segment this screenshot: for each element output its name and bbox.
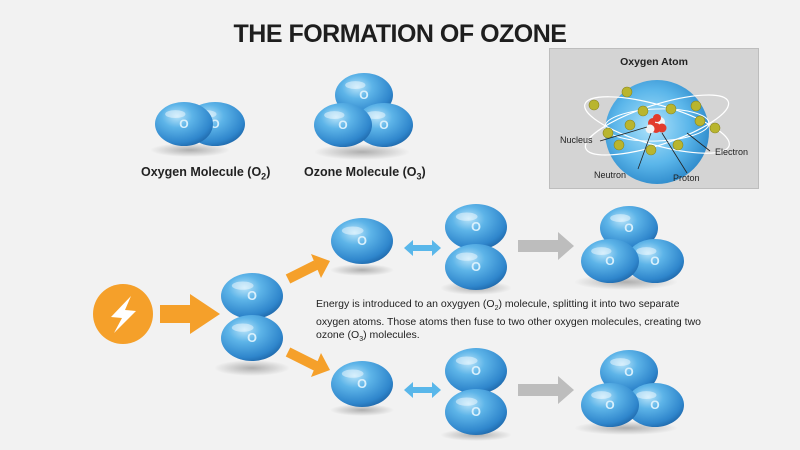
electron-dot (613, 139, 625, 151)
electron-label: Electron (715, 147, 749, 157)
oxygen-atom-inset: Oxygen Atom Nucleus Electron Neutron Pro… (549, 48, 759, 189)
atom-letter: O (471, 220, 481, 234)
oxygen-atom: O (221, 315, 283, 361)
atom-letter: O (471, 364, 481, 378)
orange-arrow-icon (285, 347, 330, 377)
atom-letter: O (338, 118, 347, 132)
orange-arrow-icon (160, 294, 220, 334)
electron-dot (621, 86, 633, 98)
electron-orbit (584, 94, 730, 156)
gray-arrow-icon (518, 232, 574, 260)
process-arrows (93, 232, 574, 404)
orange-arrow-icon (285, 254, 330, 284)
electron-dot (694, 115, 706, 127)
electron-dot (624, 119, 636, 131)
nucleus (645, 114, 667, 134)
atom-letter: O (471, 405, 481, 419)
oxygen-atom: O (331, 361, 393, 407)
oxygen-atom: O (331, 218, 393, 264)
electron-dot (645, 144, 657, 156)
process-description: Energy is introduced to an oxygyen (O2) … (316, 298, 702, 344)
atom-letter: O (624, 365, 633, 379)
energy-bolt-icon (93, 284, 153, 344)
nucleus-label: Nucleus (560, 135, 593, 145)
oxygen-atom: O (581, 383, 639, 427)
atom-letter: O (605, 254, 614, 268)
proton-label: Proton (673, 173, 700, 183)
atom-letter: O (179, 117, 188, 131)
oxygen-atom: O (221, 273, 283, 319)
oxygen-atom: O (445, 389, 507, 435)
oxygen-atom: O (445, 204, 507, 250)
atom-letter: O (624, 221, 633, 235)
atom-shadow (214, 360, 290, 376)
oxygen-atom: O (155, 102, 213, 146)
page-title: THE FORMATION OF OZONE (233, 20, 567, 48)
ozone-molecule-label: Ozone Molecule (O3) (304, 165, 426, 182)
oxygen-atom: O (445, 348, 507, 394)
atom-letter: O (359, 88, 368, 102)
oxygen-atom: O (600, 206, 658, 250)
electron-dot (665, 103, 677, 115)
atom-letter: O (471, 260, 481, 274)
oxygen-atom: O (355, 103, 413, 147)
double-arrow-icon (404, 240, 441, 256)
double-arrow-icon (404, 382, 441, 398)
atom-letter: O (379, 118, 388, 132)
oxygen-atom: O (581, 239, 639, 283)
atom-letter: O (605, 398, 614, 412)
electron-dot (709, 122, 721, 134)
electron-dot (690, 100, 702, 112)
atom-letter: O (650, 254, 659, 268)
inset-title: Oxygen Atom (620, 56, 688, 68)
oxygen-molecule-label: Oxygen Molecule (O2) (141, 165, 271, 182)
atom-shadow (150, 143, 230, 157)
neutron-label: Neutron (594, 170, 627, 180)
atom-letter: O (247, 331, 257, 345)
gray-arrow-icon (518, 376, 574, 404)
atom-letter: O (210, 117, 219, 131)
atoms-layer: O O O O O O O O O O O O O O O O O O O (155, 73, 684, 435)
electron-dot (637, 105, 649, 117)
oxygen-atom: O (445, 244, 507, 290)
atom-letter: O (247, 289, 257, 303)
electron-orbit (604, 108, 710, 142)
electron-dot (672, 139, 684, 151)
electrons (588, 86, 721, 156)
atom-shadow (330, 264, 394, 276)
oxygen-atom: O (626, 239, 684, 283)
atom-shadow (330, 404, 394, 416)
oxygen-atom: O (626, 383, 684, 427)
electron-dot (602, 127, 614, 139)
electron-dot (588, 99, 600, 111)
atom-model (584, 80, 730, 184)
atom-letter: O (357, 234, 367, 248)
oxygen-atom: O (314, 103, 372, 147)
oxygen-atom: O (600, 350, 658, 394)
electron-orbit (584, 96, 730, 154)
atom-shadow (314, 144, 410, 160)
atom-letter: O (357, 377, 367, 391)
atom-letter: O (650, 398, 659, 412)
